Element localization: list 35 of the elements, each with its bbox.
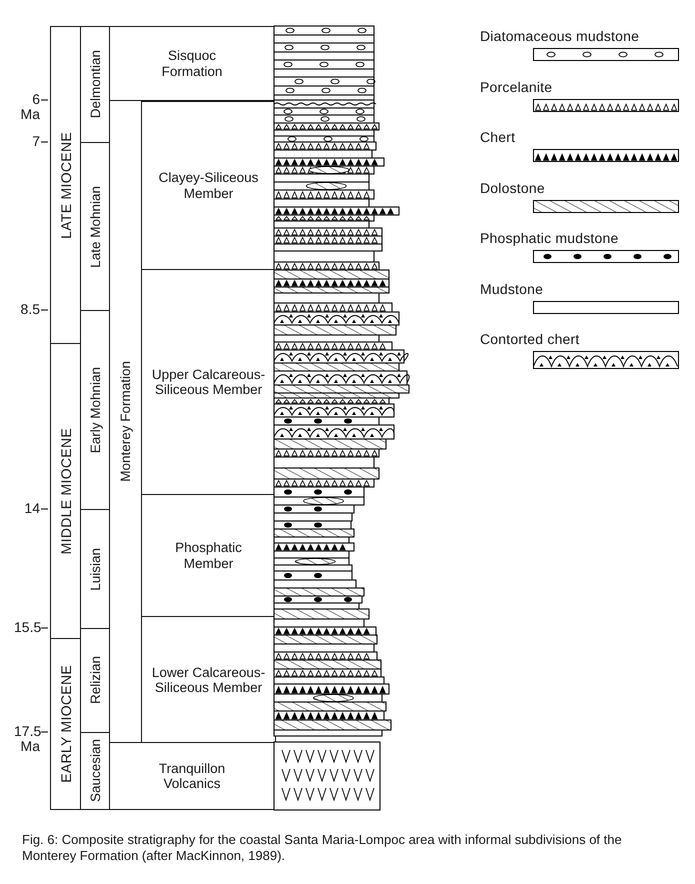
member-label: Upper Calcareous-Siliceous Member <box>150 366 266 398</box>
stage-label: Early Mohnian <box>88 366 102 454</box>
age-label: 6 Ma <box>20 92 40 122</box>
formation-label: Monterey Formation <box>118 361 132 482</box>
stage-label: Delmontian <box>88 50 102 119</box>
age-label: 17.5 Ma <box>14 724 40 754</box>
member-label: Lower Calcareous-Siliceous Member <box>150 664 266 696</box>
stage-label: Luisian <box>88 548 102 590</box>
member-label: Clayey-Siliceous Member <box>158 170 260 201</box>
legend-label: Diatomaceous mudstone <box>480 28 640 44</box>
formation-box <box>109 742 275 810</box>
formation-label: Tranquillon Volcanics <box>158 760 226 792</box>
age-label: 15.5 <box>14 620 40 635</box>
age-label: 8.5 <box>20 302 40 317</box>
stage-label: Relizian <box>88 656 102 705</box>
epoch-label: MIDDLE MIOCENE <box>58 428 74 554</box>
stage-label: Late Mohnian <box>88 186 102 268</box>
member-box <box>141 616 276 744</box>
caption: Fig. 6: Composite stratigraphy for the coastal Santa Maria-Lompoc area with informal subdivisions of the Monterey Formation (after MacKinnon, 1989). <box>22 832 623 864</box>
member-label: Phosphatic Member <box>174 540 243 571</box>
legend-label: Mudstone <box>480 280 544 296</box>
epoch-band <box>50 26 81 344</box>
epoch-label: LATE MIOCENE <box>58 132 74 238</box>
epoch-band <box>50 638 81 810</box>
formation-label: Sisquoc Formation <box>160 48 224 79</box>
epoch-label: EARLY MIOCENE <box>58 665 74 783</box>
age-label: 14 <box>23 501 40 516</box>
legend-label: Chert <box>480 129 516 145</box>
member-box <box>141 101 276 270</box>
age-label: 7 <box>31 134 40 149</box>
legend-label: Dolostone <box>480 180 545 196</box>
stage-label: Saucesian <box>88 739 102 803</box>
legend-label: Contorted chert <box>480 331 580 347</box>
legend-label: Porcelanite <box>480 78 552 94</box>
legend-label: Phosphatic mudstone <box>480 230 618 246</box>
